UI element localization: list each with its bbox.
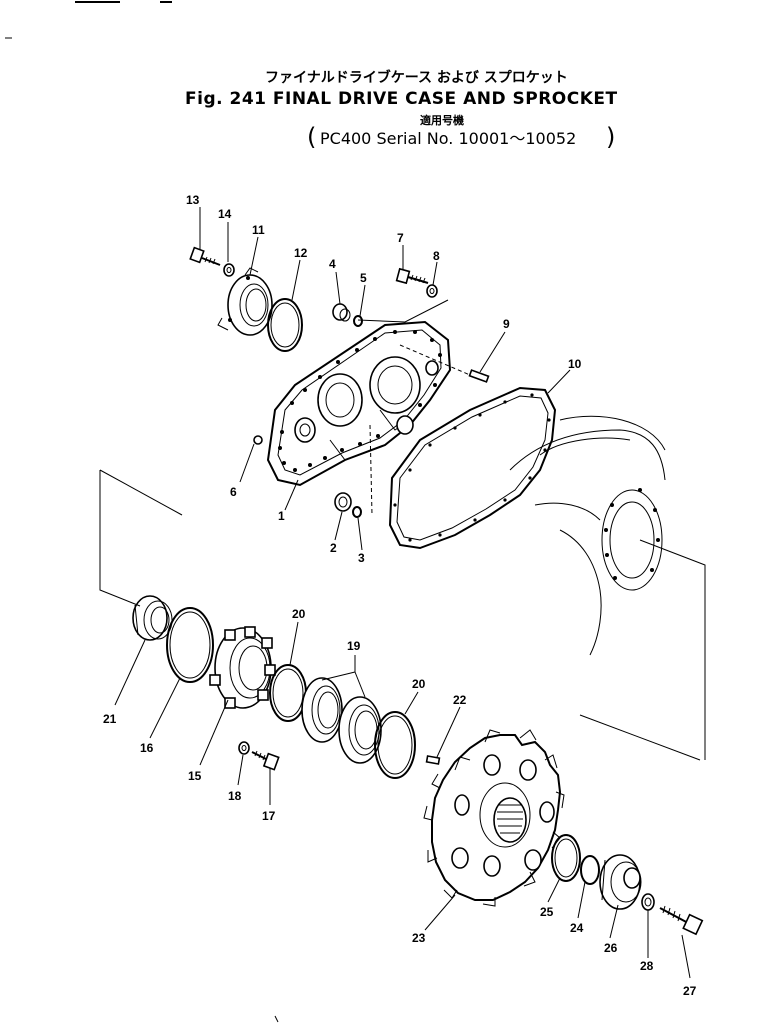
o-ring-20-right <box>374 711 416 779</box>
callout-20-right: 20 <box>412 677 426 691</box>
callout-10: 10 <box>568 357 582 371</box>
title-japanese: ファイナルドライブケース および スプロケット <box>265 69 568 86</box>
callout-6: 6 <box>230 485 237 499</box>
final-drive-housing <box>509 415 706 761</box>
drain-plug-upper <box>332 303 351 322</box>
callout-25: 25 <box>540 905 554 919</box>
callout-8: 8 <box>433 249 440 263</box>
callout-18: 18 <box>228 789 242 803</box>
callout-5: 5 <box>360 271 367 285</box>
callout-2: 2 <box>330 541 337 555</box>
callout-22: 22 <box>453 693 467 707</box>
small-plug <box>253 435 263 445</box>
callout-19: 19 <box>347 639 361 653</box>
callout-1: 1 <box>278 509 285 523</box>
scan-marks <box>5 1 172 39</box>
callout-13: 13 <box>186 193 200 207</box>
callout-3: 3 <box>358 551 365 565</box>
callout-9: 9 <box>503 317 510 331</box>
dowel-pin <box>468 369 490 383</box>
serial-open-paren: ( <box>307 123 316 151</box>
sprocket-dowel-pin <box>425 755 441 765</box>
callout-26: 26 <box>604 941 618 955</box>
floating-seal-right <box>338 696 382 764</box>
callout-15: 15 <box>188 769 202 783</box>
callout-14: 14 <box>218 207 232 221</box>
leader-lines <box>99 207 691 979</box>
callout-27: 27 <box>683 984 697 998</box>
cover-bolt <box>659 905 704 936</box>
end-cover <box>599 854 642 910</box>
callout-17: 17 <box>262 809 276 823</box>
callout-11: 11 <box>252 223 265 237</box>
lock-bolt <box>251 750 280 771</box>
upper-bolt <box>395 267 429 285</box>
callout-28: 28 <box>640 959 654 973</box>
floating-seal-left <box>301 677 343 743</box>
callout-12: 12 <box>294 246 308 260</box>
o-ring-lower <box>352 506 362 518</box>
lock-hub <box>209 626 276 709</box>
serial-close-paren: ) <box>606 123 615 151</box>
small-o-ring <box>580 855 600 885</box>
large-o-ring <box>166 607 214 683</box>
lock-washer <box>238 741 250 755</box>
upper-washer <box>426 284 438 298</box>
retainer-o-ring <box>267 298 303 352</box>
sprocket <box>423 729 565 907</box>
retainer-washer <box>223 263 235 277</box>
callout-numbers: 1 2 3 4 5 6 7 8 9 10 11 12 13 14 15 16 1… <box>103 193 697 998</box>
bearing-retainer <box>217 267 273 336</box>
figure-title: Fig. 241 FINAL DRIVE CASE AND SPROCKET <box>185 89 618 109</box>
figure-header: ファイナルドライブケース および スプロケット Fig. 241 FINAL D… <box>185 69 618 151</box>
callout-24: 24 <box>570 921 584 935</box>
o-ring-upper <box>353 315 363 327</box>
serial-range: PC400 Serial No. 10001～10052 <box>320 129 576 148</box>
o-ring-20-left <box>269 664 307 722</box>
drain-plug-lower <box>334 492 352 512</box>
bottom-mark <box>274 1015 279 1023</box>
hub-o-ring <box>551 834 581 882</box>
sprocket-nut <box>132 595 173 641</box>
cover-washer <box>641 893 655 911</box>
final-drive-case-cover <box>266 320 471 516</box>
callout-4: 4 <box>329 257 336 271</box>
callout-7: 7 <box>397 231 404 245</box>
case-gasket <box>388 386 557 550</box>
retainer-bolt <box>189 246 221 266</box>
callout-20-left: 20 <box>292 607 306 621</box>
callout-21: 21 <box>103 712 117 726</box>
callout-16: 16 <box>140 741 154 755</box>
callout-23: 23 <box>412 931 426 945</box>
serial-label-japanese: 適用号機 <box>420 113 464 127</box>
